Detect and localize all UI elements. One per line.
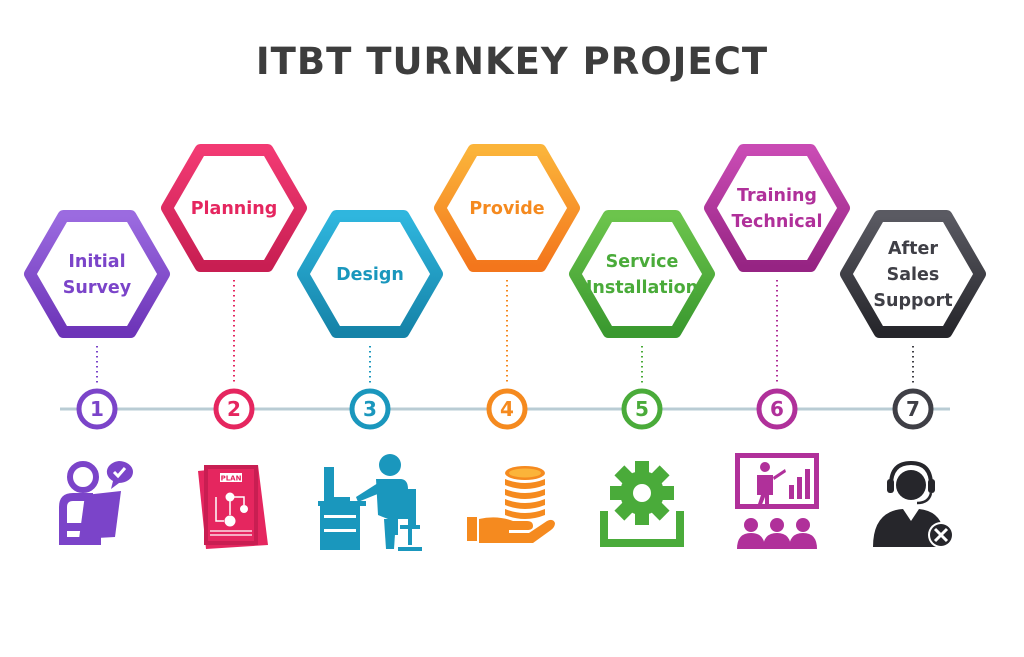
step-label: Sales [887, 265, 940, 285]
step-number: 7 [906, 397, 920, 421]
step-number: 2 [227, 397, 241, 421]
step-label: Support [873, 291, 952, 311]
step-number: 1 [90, 397, 104, 421]
step-4: 4 Provide [434, 143, 580, 430]
step-number-badge [486, 388, 528, 430]
hand-coins-icon [467, 466, 555, 543]
step-hexagon [297, 209, 443, 339]
survey-person-tablet-icon [59, 461, 133, 545]
step-label: Planning [191, 199, 278, 219]
step-label: Initial [68, 252, 125, 272]
step-label: Technical [732, 212, 823, 232]
step-label: Training [737, 186, 817, 206]
step-number-badge [349, 388, 391, 430]
step-number: 5 [635, 397, 649, 421]
step-2: 2 Planning [161, 143, 307, 430]
step-hexagon [434, 143, 580, 273]
presentation-board-audience-icon [735, 453, 819, 549]
step-hexagon [569, 209, 715, 339]
step-hexagon [161, 143, 307, 273]
step-number: 3 [363, 397, 377, 421]
step-label: Survey [63, 278, 132, 298]
step-3: 3 Design [297, 209, 443, 430]
page-title: ITBT TURNKEY PROJECT [255, 40, 769, 83]
step-label: Design [336, 265, 404, 285]
step-label: After [888, 239, 938, 259]
gear-tray-icon [600, 461, 684, 547]
step-hexagon [704, 143, 850, 273]
step-number-badge [76, 388, 118, 430]
designer-desk-computer-icon [318, 454, 422, 551]
step-label: Provide [469, 199, 544, 219]
step-hexagon [840, 209, 986, 339]
plan-document-icon: PLAN [198, 465, 268, 549]
svg-text:PLAN: PLAN [221, 475, 242, 483]
step-number-badge [756, 388, 798, 430]
step-number-badge [892, 388, 934, 430]
step-number: 6 [770, 397, 784, 421]
step-number-badge [621, 388, 663, 430]
headset-support-agent-icon [873, 460, 954, 548]
step-number: 4 [500, 397, 514, 421]
step-number-badge [213, 388, 255, 430]
step-label: Service [606, 252, 679, 272]
step-hexagon [24, 209, 170, 339]
step-label: Installation [586, 278, 698, 298]
